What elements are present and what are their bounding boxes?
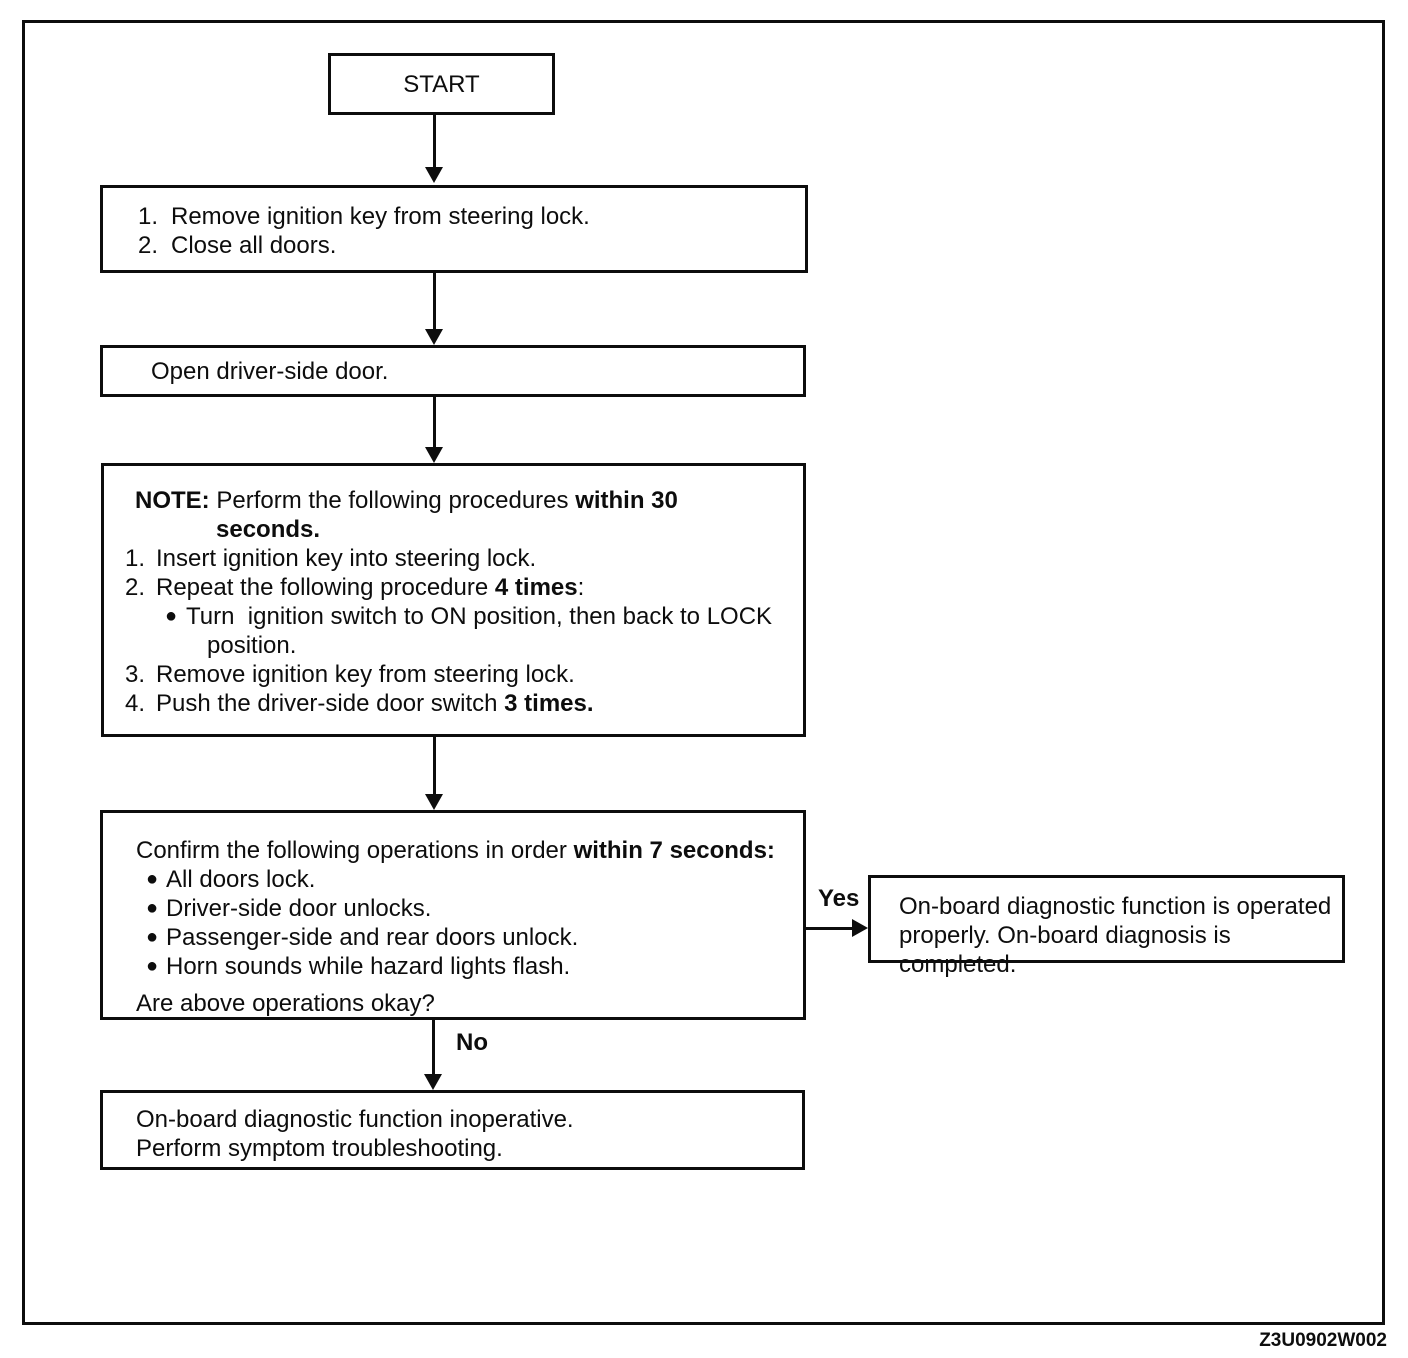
success-box: On-board diagnostic function is operated… (868, 875, 1345, 978)
failure-line: On-board diagnostic function inoperative… (136, 1106, 574, 1133)
list-number: 3. (125, 661, 146, 688)
open-door-box: Open driver-side door. (100, 345, 806, 397)
list-number: 4. (125, 690, 146, 717)
note-item2-bold: 4 times (494, 574, 578, 601)
prepare-item: 1. Remove ignition key from steering lock… (138, 202, 787, 231)
confirm-bullet: ● Horn sounds while hazard lights flash. (146, 952, 789, 981)
prepare-item: 2. Close all doors. (138, 231, 787, 260)
bullet-text: All doors lock. (166, 866, 316, 893)
figure-border (22, 20, 1385, 1325)
connector-prepare-to-open-door (433, 273, 436, 329)
connector-yes-branch (806, 927, 854, 930)
connector-note-to-confirm (433, 737, 436, 794)
note-item: 1. Insert ignition key into steering lock… (125, 544, 789, 573)
bullet-icon: ● (165, 605, 178, 627)
note-item4-bold: 3 times. (504, 690, 594, 717)
list-text: Remove ignition key from steering lock. (171, 203, 590, 230)
start-box: START (328, 53, 555, 115)
bullet-icon: ● (146, 926, 159, 948)
arrowhead-down-icon (425, 447, 443, 463)
arrowhead-down-icon (424, 1074, 442, 1090)
list-number: 2. (125, 574, 146, 601)
confirm-bullet: ● Driver-side door unlocks. (146, 894, 789, 923)
list-text: Push the driver-side door switch 3 times… (156, 689, 594, 718)
note-sub-bullet: ● Turn ignition switch to ON position, th… (165, 602, 789, 631)
connector-no-branch (432, 1020, 435, 1074)
failure-line: Perform symptom troubleshooting. (136, 1135, 503, 1162)
arrowhead-down-icon (425, 329, 443, 345)
failure-box: On-board diagnostic function inoperative… (100, 1090, 805, 1170)
sub-bullet-continuation: position. (207, 632, 297, 659)
list-number: 2. (138, 232, 159, 259)
confirm-question: Are above operations okay? (136, 990, 435, 1017)
note-intro-bold-cont: seconds. (216, 516, 321, 543)
bullet-text: Driver-side door unlocks. (166, 895, 432, 922)
note-item: 3. Remove ignition key from steering lock… (125, 660, 789, 689)
list-text: Close all doors. (171, 232, 337, 259)
figure-code-label: Z3U0902W002 (1259, 1330, 1387, 1351)
note-intro-bold: within 30 (575, 487, 678, 514)
confirm-intro-line: Confirm the following operations in orde… (136, 836, 789, 865)
confirm-bullet: ● All doors lock. (146, 865, 789, 894)
yes-label: Yes (818, 885, 860, 912)
confirm-intro-bold: within 7 seconds: (573, 837, 775, 864)
bullet-text: Horn sounds while hazard lights flash. (166, 953, 571, 980)
arrowhead-down-icon (425, 167, 443, 183)
list-number: 1. (138, 203, 159, 230)
note-intro-text: Perform the following procedures (216, 487, 569, 514)
no-label: No (456, 1029, 488, 1056)
note-item2-normal: Repeat the following procedure (156, 574, 489, 601)
note-label: NOTE: (135, 487, 210, 514)
success-line: properly. On-board diagnosis is complete… (899, 922, 1231, 978)
success-line: On-board diagnostic function is operated (899, 893, 1332, 920)
connector-start-to-prepare (433, 115, 436, 168)
list-text: Remove ignition key from steering lock. (156, 661, 575, 688)
list-text: Insert ignition key into steering lock. (156, 545, 537, 572)
open-door-text: Open driver-side door. (151, 357, 389, 385)
list-text: Repeat the following procedure 4 times: (156, 573, 584, 602)
bullet-icon: ● (146, 868, 159, 890)
confirm-box: Confirm the following operations in orde… (100, 810, 806, 1020)
note-item4-normal: Push the driver-side door switch (156, 690, 498, 717)
note-intro-line: NOTE: Perform the following procedures w… (135, 486, 789, 515)
confirm-intro-text: Confirm the following operations in orde… (136, 837, 567, 864)
bullet-icon: ● (146, 955, 159, 977)
arrowhead-right-icon (852, 919, 868, 937)
note-item: 2. Repeat the following procedure 4 times… (125, 573, 789, 602)
arrowhead-down-icon (425, 794, 443, 810)
connector-open-door-to-note (433, 397, 436, 447)
bullet-icon: ● (146, 897, 159, 919)
start-label: START (403, 70, 480, 98)
sub-bullet-text: Turn ignition switch to ON position, the… (186, 603, 773, 630)
bullet-text: Passenger-side and rear doors unlock. (166, 924, 579, 951)
note-item: 4. Push the driver-side door switch 3 tim… (125, 689, 789, 718)
note-procedure-box: NOTE: Perform the following procedures w… (101, 463, 806, 737)
prepare-box: 1. Remove ignition key from steering lock… (100, 185, 808, 273)
list-number: 1. (125, 545, 146, 572)
note-item2-colon: : (577, 574, 585, 601)
confirm-bullet: ● Passenger-side and rear doors unlock. (146, 923, 789, 952)
